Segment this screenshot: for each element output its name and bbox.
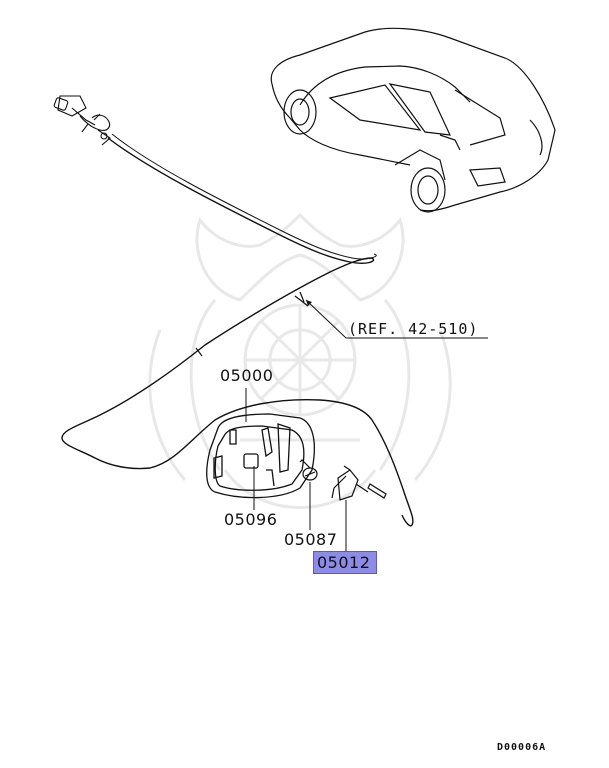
part-number-label-highlighted[interactable]: 05012: [313, 551, 378, 574]
fuel-lid-icon: [206, 413, 315, 499]
watermark-emblem-icon: [148, 212, 452, 509]
release-cable: [61, 137, 414, 527]
screw-icon: [299, 459, 318, 481]
part-number-label[interactable]: 05096: [224, 510, 278, 529]
diagram-id: D00006A: [497, 742, 547, 753]
lid-opener-icon: [331, 465, 387, 501]
cable-clip-icon: [294, 291, 309, 307]
release-handle-icon: [53, 95, 111, 146]
car-outline-icon: [270, 27, 556, 213]
cable-clip-icon: [195, 347, 203, 357]
part-number-label[interactable]: 05087: [284, 530, 338, 549]
release-cable-inner: [111, 133, 377, 260]
part-number-label[interactable]: 05000: [220, 366, 274, 385]
reference-leader: [305, 299, 488, 339]
leader-lines: [245, 388, 347, 552]
reference-label[interactable]: (REF. 42-510): [348, 320, 479, 338]
